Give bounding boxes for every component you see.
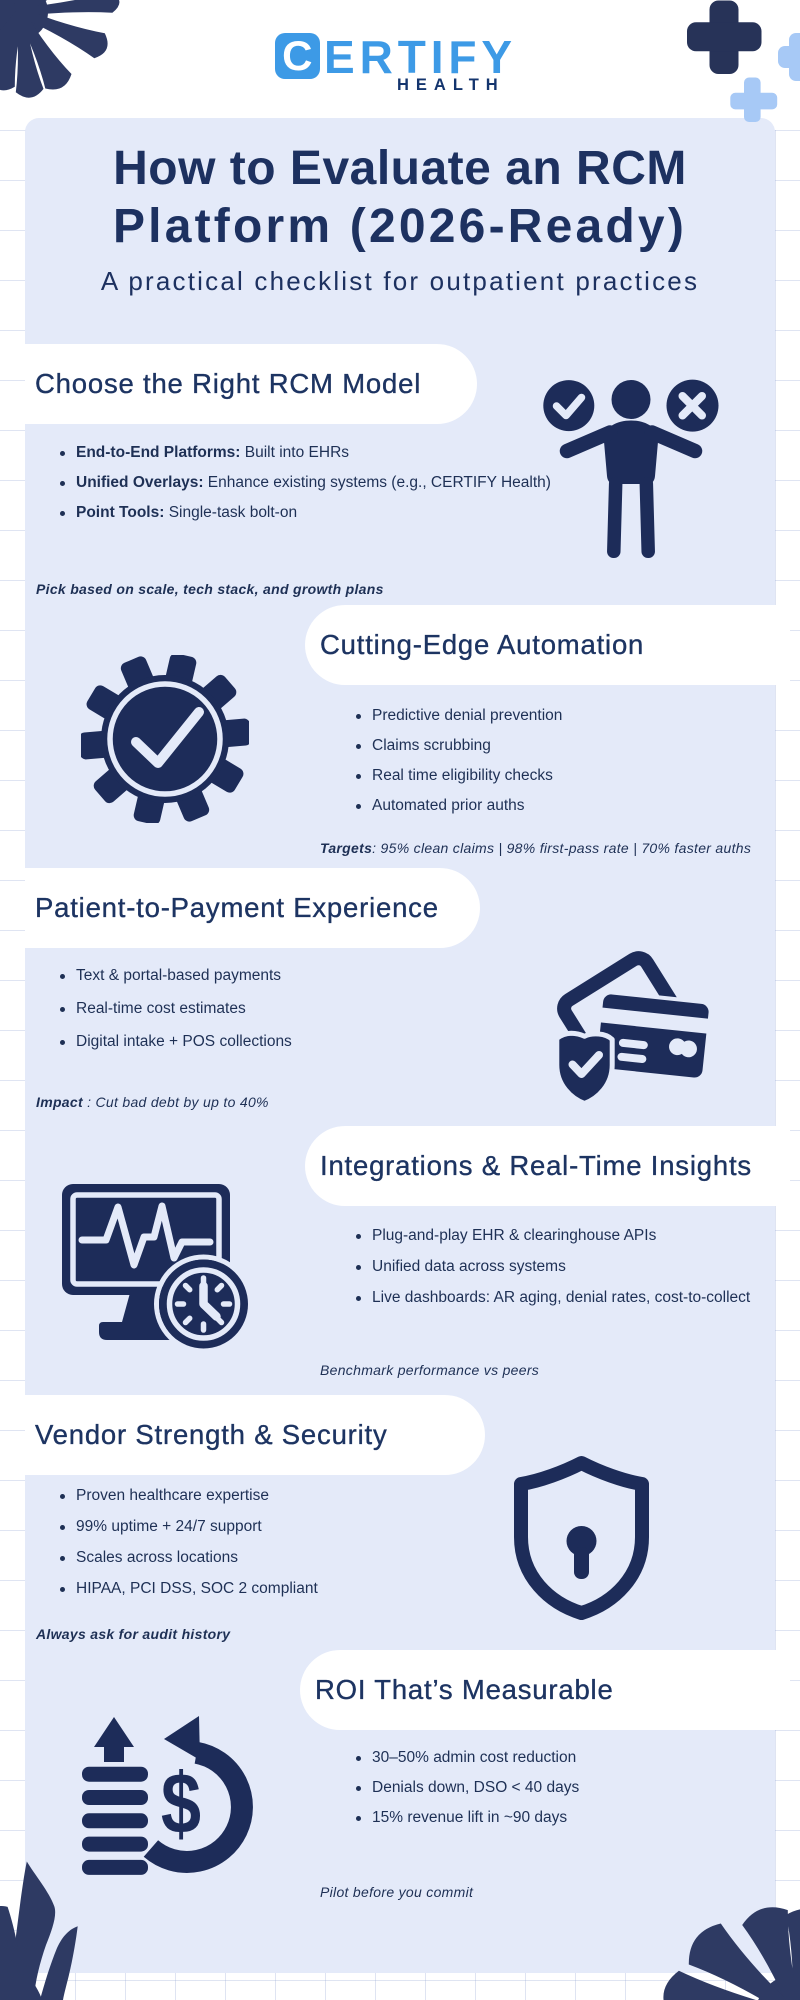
svg-text:$: $ — [161, 1755, 201, 1851]
